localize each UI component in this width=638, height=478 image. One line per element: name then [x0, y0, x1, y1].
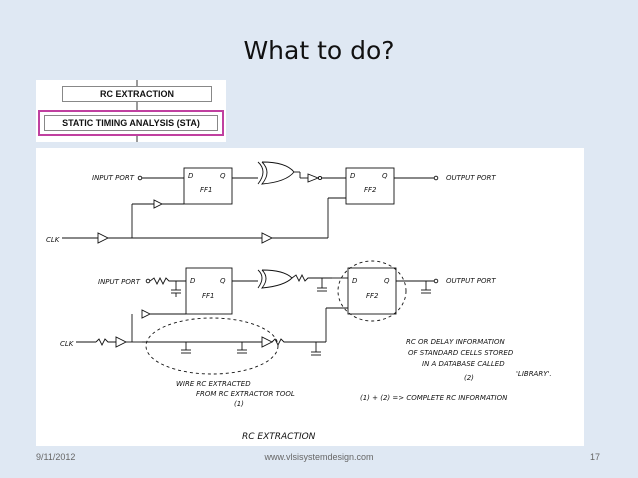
rc-note-line3: IN A DATABASE CALLED: [422, 360, 505, 368]
top-clk-buffer2: [261, 232, 274, 244]
top-clk-buffer: [97, 232, 110, 244]
top-ff2: [345, 167, 395, 205]
top-ff1-label: FF1: [200, 186, 213, 194]
bottom-ff2: [347, 267, 397, 315]
flow-connector: [136, 136, 138, 142]
sta-highlight: STATIC TIMING ANALYSIS (STA): [38, 110, 224, 136]
bottom-ff2-label: FF2: [366, 292, 379, 300]
top-clk-label: CLK: [46, 236, 61, 244]
flow-diagram: RC EXTRACTION STATIC TIMING ANALYSIS (ST…: [36, 80, 226, 142]
rc-note-line2: OF STANDARD CELLS STORED: [408, 349, 514, 357]
sketch-caption: RC EXTRACTION: [242, 432, 316, 442]
sta-box: STATIC TIMING ANALYSIS (STA): [44, 115, 218, 131]
circuit-sketch: INPUT PORT D Q FF1 D Q FF2: [36, 148, 584, 446]
bottom-ff1-label: FF1: [202, 292, 215, 300]
complete-rc-note: (1) + (2) => COMPLETE RC INFORMATION: [360, 394, 508, 402]
top-xor-gate: [260, 161, 295, 185]
flow-connector: [136, 102, 138, 110]
bottom-input-port-label: INPUT PORT: [98, 278, 141, 286]
wire-rc-highlight: [145, 317, 279, 375]
wire-note-line1: WIRE RC EXTRACTED: [176, 380, 251, 388]
rc-note-line1: RC OR DELAY INFORMATION: [406, 338, 505, 346]
footer-site: www.vlsisystemdesign.com: [264, 452, 374, 462]
rc-extraction-box: RC EXTRACTION: [62, 86, 212, 102]
top-circuit: INPUT PORT D Q FF1 D Q FF2: [46, 161, 496, 244]
top-buffer: [307, 173, 320, 183]
svg-text:Q: Q: [384, 277, 390, 285]
bottom-clk-label: CLK: [60, 340, 75, 348]
slide-title: What to do?: [243, 36, 395, 65]
flow-connector: [136, 80, 138, 86]
wire-note-num: (1): [234, 400, 244, 408]
ff2-highlight: [337, 260, 407, 322]
top-output-port-label: OUTPUT PORT: [446, 174, 496, 182]
top-input-port-label: INPUT PORT: [92, 174, 135, 182]
svg-text:Q: Q: [220, 172, 226, 180]
svg-text:D: D: [352, 277, 358, 285]
top-ff1: [183, 167, 233, 205]
bottom-output-port-label: OUTPUT PORT: [446, 277, 496, 285]
notes: WIRE RC EXTRACTED FROM RC EXTRACTOR TOOL…: [176, 338, 552, 442]
wire-note-line2: FROM RC EXTRACTOR TOOL: [196, 390, 295, 398]
top-ff2-label: FF2: [364, 186, 377, 194]
svg-text:D: D: [188, 172, 194, 180]
bottom-circuit: INPUT PORT D Q FF1 D Q FF2: [60, 260, 496, 375]
bottom-xor-gate: [260, 269, 293, 289]
svg-text:Q: Q: [220, 277, 226, 285]
svg-text:D: D: [350, 172, 356, 180]
footer-date: 9/11/2012: [36, 452, 76, 462]
rc-note-num: (2): [464, 374, 474, 382]
rc-note-line4: 'LIBRARY'.: [516, 370, 552, 378]
svg-text:Q: Q: [382, 172, 388, 180]
footer-page-number: 17: [589, 452, 600, 462]
bottom-ff1: [185, 267, 233, 315]
top-xor-back: [257, 161, 264, 185]
svg-text:D: D: [190, 277, 196, 285]
